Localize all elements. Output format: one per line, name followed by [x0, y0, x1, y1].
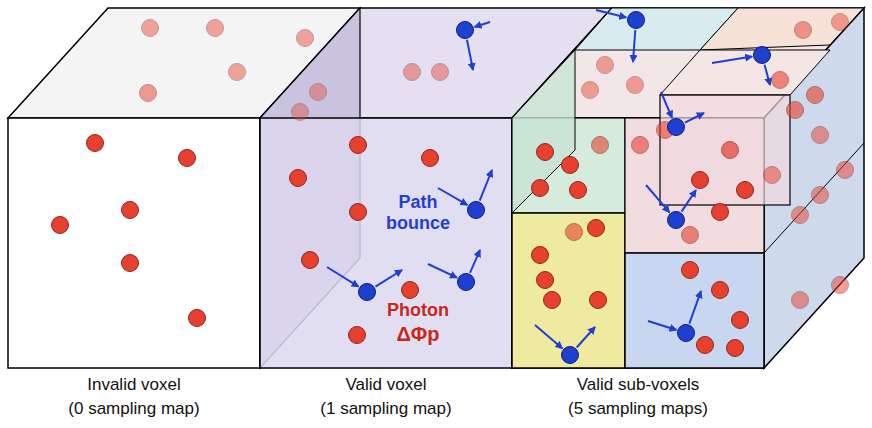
photon-dot	[349, 327, 366, 344]
photon-dot	[837, 162, 854, 179]
photon-dot	[302, 252, 319, 269]
photon-dot	[432, 64, 449, 81]
photon-dot	[807, 87, 824, 104]
photon-dot	[122, 255, 139, 272]
photon-dot	[787, 102, 804, 119]
bounce-arrow	[685, 113, 704, 123]
photon-dot	[632, 137, 649, 154]
photon-dot	[207, 20, 224, 37]
photon-dot	[812, 187, 829, 204]
path-bounce-dot	[628, 12, 645, 29]
bounce-arrow	[633, 30, 635, 62]
bounce-arrow	[682, 190, 696, 212]
photon-dot	[682, 227, 699, 244]
photon-dot	[290, 170, 307, 187]
photon-dot	[142, 20, 159, 37]
photon-dot	[812, 127, 829, 144]
caption: Valid sub-voxels	[518, 375, 758, 395]
photon-dot	[764, 167, 781, 184]
photon-dot	[792, 292, 809, 309]
caption: Valid voxel	[266, 375, 506, 395]
bounce-arrow	[480, 170, 492, 201]
photon-dot	[682, 262, 699, 279]
photon-dot	[562, 157, 579, 174]
photon-dot	[832, 277, 849, 294]
photon-dot	[537, 144, 554, 161]
photon-dot	[179, 150, 196, 167]
photon-dot	[832, 14, 849, 31]
photon-dot	[122, 202, 139, 219]
photon-dot	[727, 340, 744, 357]
photon-dot	[570, 182, 587, 199]
label-text: Photon	[373, 300, 463, 321]
path-bounce-dot	[678, 325, 695, 342]
photon-dot	[532, 180, 549, 197]
photon-dot	[697, 337, 714, 354]
photon-dot	[795, 22, 812, 39]
bounce-arrow	[646, 185, 669, 212]
path-bounce-dot	[562, 347, 579, 364]
photon-dot	[712, 282, 729, 299]
path-bounce-dot	[359, 284, 376, 301]
photon-dot	[189, 310, 206, 327]
bounce-arrow	[689, 291, 701, 324]
photon-dot	[582, 82, 599, 99]
bounce-arrow	[475, 22, 490, 27]
photon-dot	[422, 150, 439, 167]
label-text: Path bounce	[373, 192, 463, 233]
photon-dot	[597, 57, 614, 74]
photon-dot	[292, 104, 309, 121]
bounce-arrow	[428, 264, 457, 278]
bounce-arrow	[765, 65, 770, 85]
path-bounce-dot	[668, 119, 685, 136]
path-bounce-dot	[754, 47, 771, 64]
photon-dot	[297, 30, 314, 47]
photon-dot	[722, 142, 739, 159]
photon-dot	[592, 137, 609, 154]
photon-dot	[588, 220, 605, 237]
caption: Invalid voxel	[14, 375, 254, 395]
photon-dot	[537, 272, 554, 289]
photon-dot	[566, 224, 583, 241]
bounce-arrow	[661, 92, 672, 118]
photon-dot	[229, 64, 246, 81]
bounce-arrow	[438, 188, 467, 205]
photon-dot	[627, 77, 644, 94]
photon-dot	[737, 182, 754, 199]
photon-dot	[532, 247, 549, 264]
photon-dot	[712, 204, 729, 221]
bounce-arrow	[596, 10, 626, 18]
photon-dot	[402, 282, 419, 299]
photon-dot	[772, 72, 789, 89]
photon-dot	[87, 135, 104, 152]
photon-dot	[692, 172, 709, 189]
photon-dot	[590, 292, 607, 309]
photon-dot	[52, 217, 69, 234]
bounce-arrow	[467, 40, 473, 70]
photon-dot	[732, 312, 749, 329]
bounce-arrow	[375, 270, 402, 287]
path-bounce-dot	[468, 202, 485, 219]
path-bounce-dot	[457, 22, 474, 39]
photon-dot	[544, 292, 561, 309]
bounce-arrow	[712, 57, 752, 63]
photon-dot	[404, 64, 421, 81]
photon-dot	[350, 137, 367, 154]
photon-dot	[350, 204, 367, 221]
caption: (0 sampling map)	[14, 399, 254, 419]
caption: (1 sampling map)	[266, 399, 506, 419]
symbol-text: ΔΦp	[373, 323, 463, 346]
bounce-arrow	[577, 327, 595, 348]
bounce-arrow	[535, 325, 562, 348]
photon-dot	[310, 84, 327, 101]
path-bounce-dot	[458, 274, 475, 291]
bounce-arrow	[648, 321, 676, 330]
caption: (5 sampling maps)	[518, 399, 758, 419]
bounce-arrow	[327, 267, 359, 287]
photon-dot	[792, 207, 809, 224]
bounce-arrow	[470, 250, 480, 273]
path-bounce-dot	[668, 212, 685, 229]
photon-dot	[140, 85, 157, 102]
